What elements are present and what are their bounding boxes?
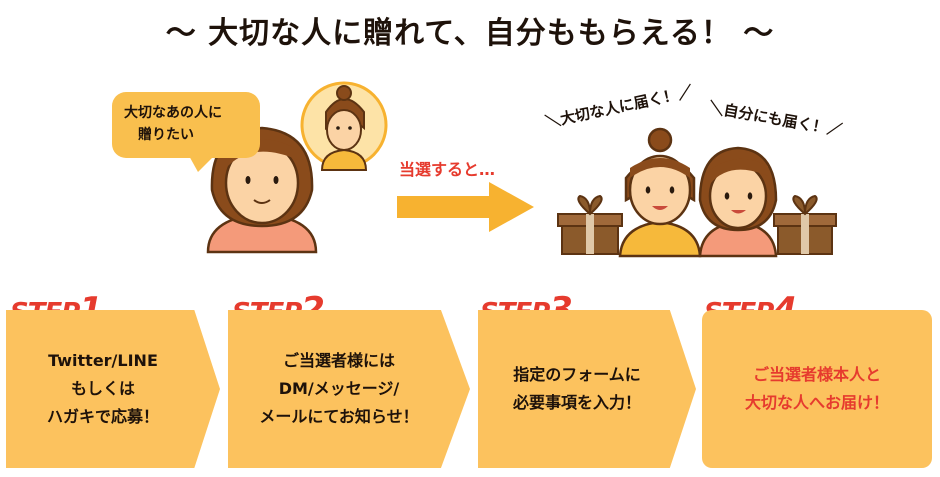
- step-text: DM/メッセージ/: [278, 379, 400, 398]
- step-text: 指定のフォームに: [513, 365, 641, 384]
- gift-icon: [773, 194, 837, 255]
- gift-icon: [557, 194, 623, 255]
- step-text: ご当選者様本人と: [752, 365, 881, 384]
- illustration: [206, 81, 837, 258]
- self-figure-icon: [698, 146, 778, 258]
- step-4-box: ご当選者様本人と 大切な人へお届け！: [702, 310, 932, 468]
- woman-figure-icon: [206, 126, 318, 254]
- step-text: メールにてお知らせ！: [259, 407, 419, 426]
- step-text: もしくは: [70, 379, 135, 398]
- friend-figure-icon: [618, 127, 702, 258]
- speech-line: 贈りたい: [138, 127, 194, 143]
- step-2-box: ご当選者様には DM/メッセージ/ メールにてお知らせ！: [228, 310, 470, 468]
- speech-line: 大切なあの人に: [124, 105, 222, 121]
- arrow-label: 当選すると…: [399, 160, 496, 179]
- step-text: 必要事項を入力！: [512, 393, 641, 412]
- speech-bubble-tail: [188, 154, 216, 172]
- step-text: 大切な人へお届け！: [744, 393, 889, 412]
- step-1-box: Twitter/LINE もしくは ハガキで応募！: [6, 310, 220, 468]
- page-headline: ～ 大切な人に贈れて、自分ももらえる！ ～: [165, 16, 775, 51]
- step-text: Twitter/LINE: [48, 351, 158, 370]
- step-text: ご当選者様には: [282, 351, 395, 370]
- arrow-right-icon: [397, 182, 534, 232]
- thought-bubble-icon: [285, 81, 388, 195]
- step-3-box: 指定のフォームに 必要事項を入力！: [478, 310, 696, 468]
- speech-bubble: 大切なあの人に 贈りたい: [112, 92, 260, 158]
- step-text: ハガキで応募！: [46, 407, 159, 426]
